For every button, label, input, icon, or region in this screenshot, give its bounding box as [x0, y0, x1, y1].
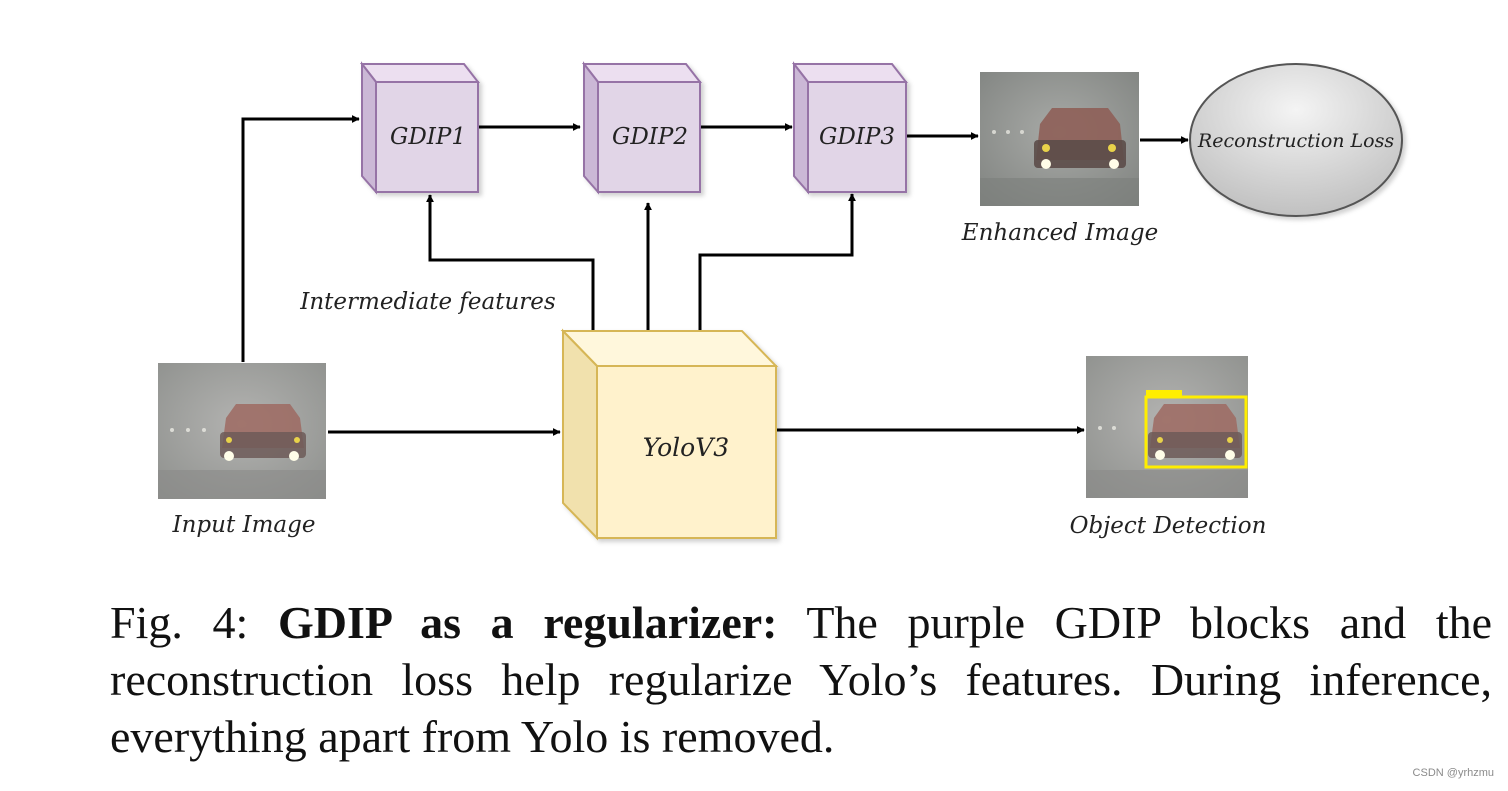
object-detection-label: Object Detection — [1070, 513, 1267, 539]
caption-bold: GDIP as a regularizer: — [277, 597, 778, 648]
enhanced-image — [980, 72, 1139, 206]
detection-tag — [1146, 390, 1182, 398]
arrow-yolo-to-gdip3 — [698, 193, 856, 330]
reconstruction-loss-node — [1189, 63, 1403, 217]
yolo-block — [560, 328, 779, 541]
arrow-input-to-gdip1 — [241, 115, 360, 362]
enhanced-image-label: Enhanced Image — [961, 220, 1158, 246]
caption-text: The purple GDIP blocks and the reconstru… — [110, 597, 1493, 762]
gdip1-block — [359, 61, 481, 195]
arrow-yolo-to-gdip1 — [426, 194, 595, 330]
gdip3-block — [791, 61, 909, 195]
detection-bounding-box — [1144, 395, 1248, 469]
input-image — [158, 363, 326, 499]
gdip2-label: GDIP2 — [612, 124, 688, 150]
watermark: CSDN @yrhzmu — [1412, 767, 1494, 779]
intermediate-features-label: Intermediate features — [299, 289, 556, 315]
figure-caption: Fig. 4: GDIP as a regularizer: The purpl… — [110, 594, 1492, 765]
caption-prefix: Fig. 4: — [110, 597, 278, 648]
object-detection-image — [1086, 356, 1248, 498]
gdip3-label: GDIP3 — [819, 124, 895, 150]
connectors — [241, 115, 1189, 436]
gdip2-block — [581, 61, 703, 195]
gdip1-label: GDIP1 — [390, 124, 466, 150]
reconstruction-loss-label: Reconstruction Loss — [1197, 130, 1394, 152]
input-image-label: Input Image — [172, 512, 316, 538]
yolo-label: YoloV3 — [643, 433, 729, 462]
